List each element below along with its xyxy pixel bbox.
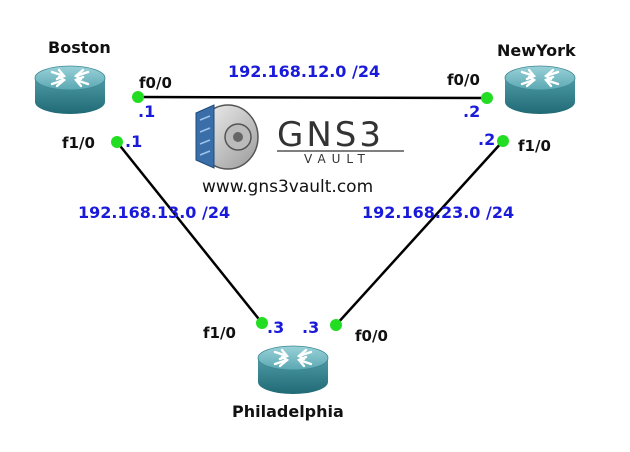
iface-newyork-f00: f0/0 bbox=[447, 71, 480, 89]
subnet-boston-philadelphia: 192.168.13.0 /24 bbox=[78, 203, 230, 222]
port-boston-f00[interactable] bbox=[132, 91, 144, 103]
host-philadelphia-f00: .3 bbox=[302, 318, 319, 337]
host-newyork-f10: .2 bbox=[478, 130, 495, 149]
port-philadelphia-f00[interactable] bbox=[330, 319, 342, 331]
port-philadelphia-f10[interactable] bbox=[256, 317, 268, 329]
iface-philadelphia-f10: f1/0 bbox=[203, 324, 236, 342]
port-newyork-f00[interactable] bbox=[481, 92, 493, 104]
router-philadelphia[interactable] bbox=[256, 344, 330, 396]
logo-sub-text: VAULT bbox=[304, 152, 371, 166]
port-newyork-f10[interactable] bbox=[497, 135, 509, 147]
iface-boston-f00: f0/0 bbox=[139, 74, 172, 92]
router-newyork[interactable] bbox=[503, 64, 577, 116]
link-boston-newyork bbox=[137, 95, 488, 100]
router-name-newyork: NewYork bbox=[497, 41, 576, 60]
subnet-newyork-philadelphia: 192.168.23.0 /24 bbox=[362, 203, 514, 222]
port-boston-f10[interactable] bbox=[111, 136, 123, 148]
router-name-boston: Boston bbox=[48, 38, 111, 57]
host-boston-f00: .1 bbox=[138, 102, 155, 121]
iface-philadelphia-f00: f0/0 bbox=[355, 327, 388, 345]
logo-brand-text: GNS3 bbox=[277, 115, 384, 155]
host-philadelphia-f10: .3 bbox=[267, 318, 284, 337]
website-url: www.gns3vault.com bbox=[202, 177, 373, 197]
router-name-philadelphia: Philadelphia bbox=[232, 402, 344, 421]
subnet-boston-newyork: 192.168.12.0 /24 bbox=[228, 62, 380, 81]
iface-newyork-f10: f1/0 bbox=[518, 137, 551, 155]
link-newyork-philadelphia bbox=[335, 140, 504, 326]
host-boston-f10: .1 bbox=[125, 132, 142, 151]
host-newyork-f00: .2 bbox=[463, 102, 480, 121]
gns3-vault-logo: GNS3 VAULT bbox=[195, 104, 404, 170]
vault-disc-icon bbox=[195, 104, 259, 170]
link-boston-philadelphia bbox=[116, 141, 263, 324]
iface-boston-f10: f1/0 bbox=[62, 134, 95, 152]
router-boston[interactable] bbox=[33, 64, 107, 116]
